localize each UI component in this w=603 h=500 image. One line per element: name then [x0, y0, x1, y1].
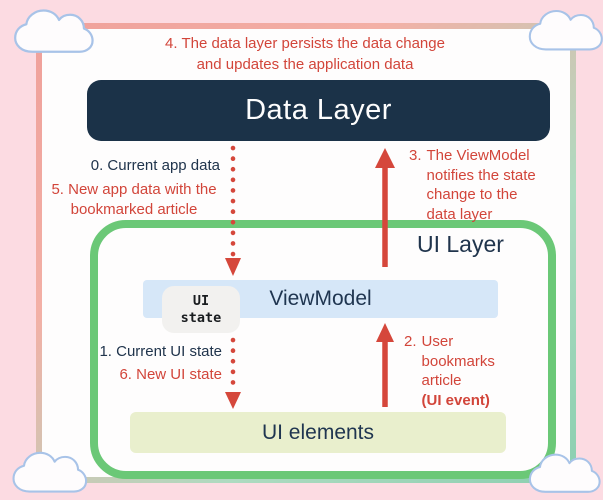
- ui-elements-bar: UI elements: [130, 412, 506, 453]
- data-layer-box: Data Layer: [87, 80, 550, 141]
- cloud-icon: [528, 453, 601, 493]
- ui-state-label: UI state: [180, 292, 222, 326]
- viewmodel-label: ViewModel: [269, 287, 372, 310]
- annotation-step2: 2. User bookmarks article (UI event): [404, 332, 495, 410]
- cloud-icon: [528, 9, 603, 51]
- annotation-step5: 5. New app data with the bookmarked arti…: [51, 181, 217, 218]
- annotation-step3: 3. The ViewModel notifies the state chan…: [409, 146, 536, 224]
- annotation-step3-number: 3.: [409, 147, 422, 164]
- cloud-icon: [12, 451, 88, 493]
- ui-state-box: UI state: [162, 286, 240, 333]
- ui-elements-label: UI elements: [261, 420, 375, 444]
- annotation-step1: 1. Current UI state: [99, 343, 222, 360]
- annotation-step4: 4. The data layer persists the data chan…: [165, 35, 445, 73]
- annotation-step3-body: The ViewModel notifies the state change …: [426, 147, 536, 223]
- data-layer-label: Data Layer: [245, 94, 392, 126]
- annotation-step0: 0. Current app data: [90, 157, 220, 174]
- ui-layer-box: [90, 220, 556, 479]
- annotation-step2-ui-event: (UI event): [421, 391, 490, 409]
- cloud-icon: [14, 9, 94, 53]
- ui-layer-label: UI Layer: [417, 231, 504, 257]
- annotation-step6: 6. New UI state: [119, 366, 222, 383]
- annotation-step2-body: User bookmarks article: [421, 333, 495, 389]
- annotation-step2-number: 2.: [404, 333, 417, 350]
